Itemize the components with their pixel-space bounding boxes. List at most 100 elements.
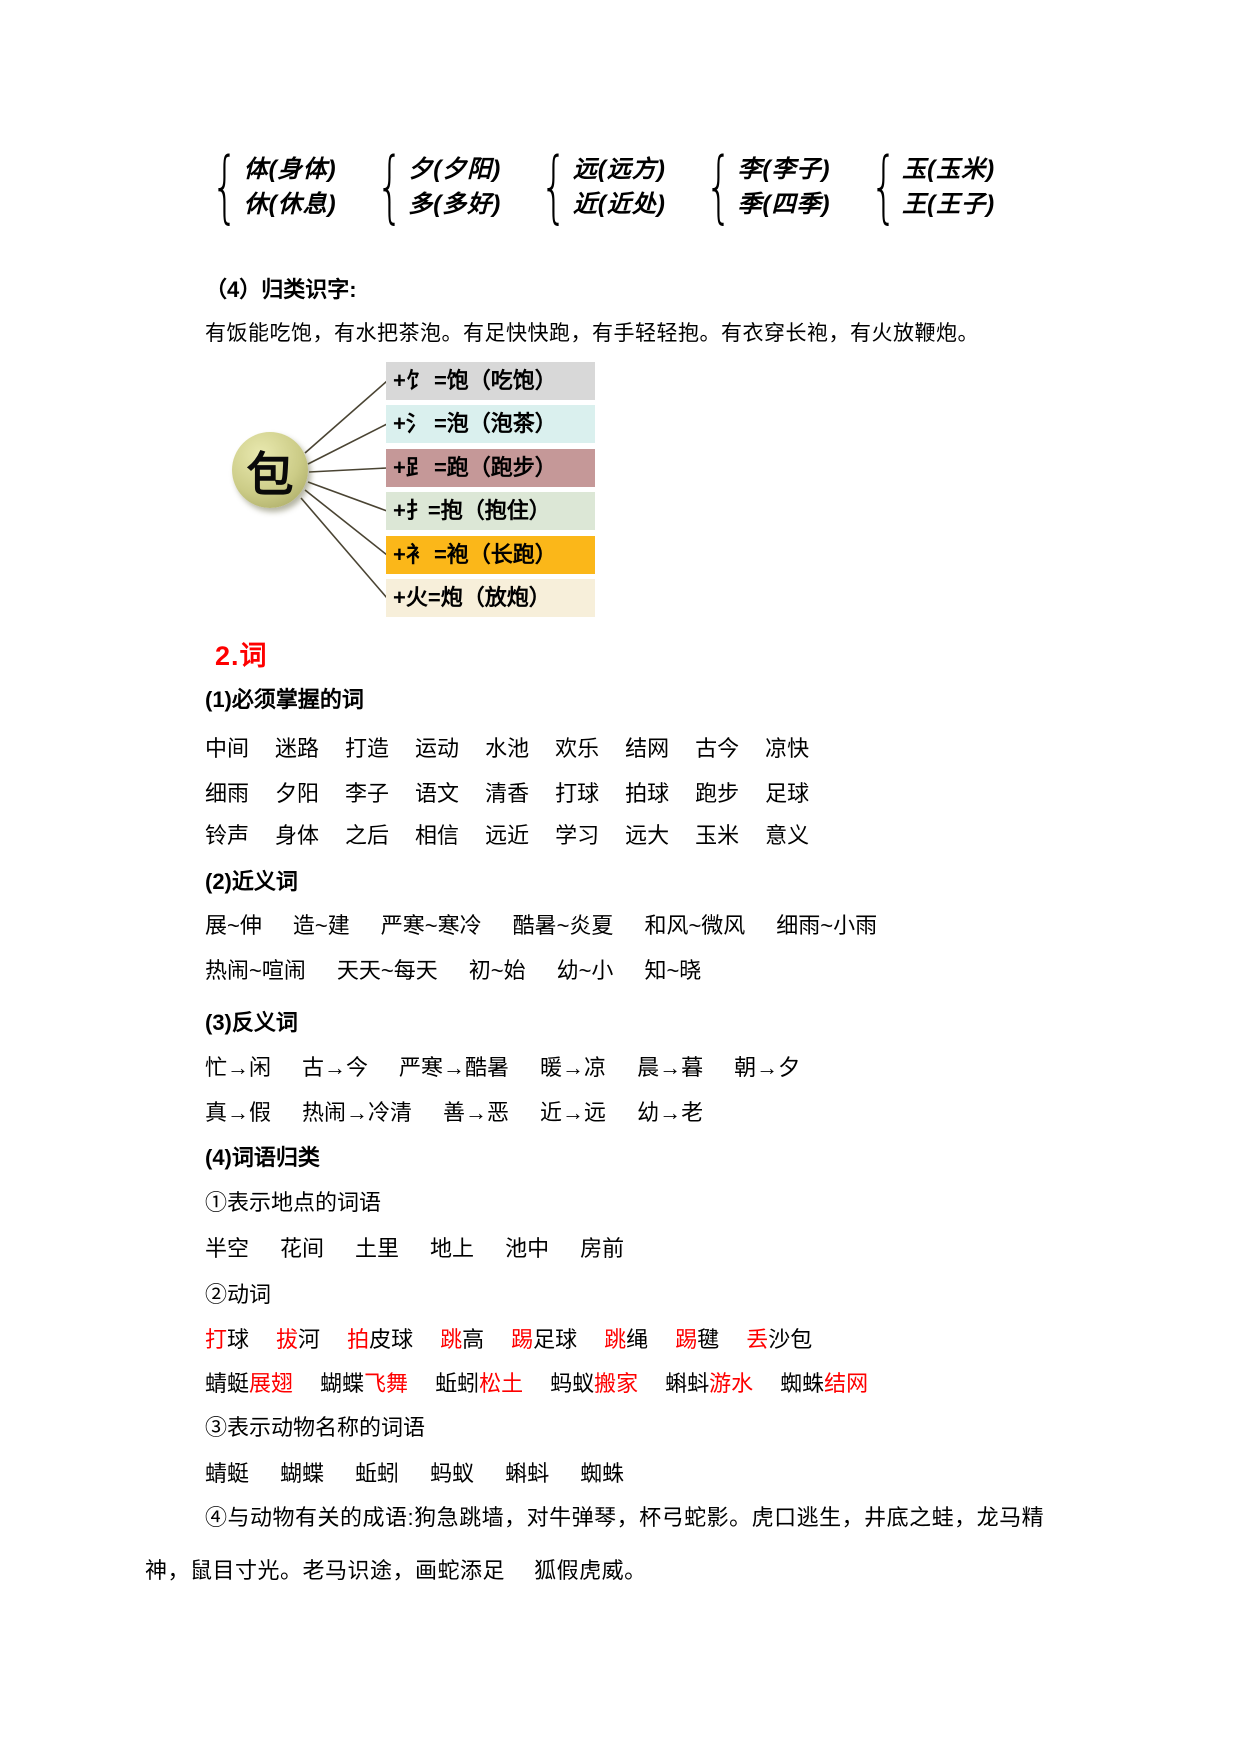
- verb-part-pre: 跳: [604, 1327, 627, 1352]
- verb-part-post: 沙包: [768, 1327, 813, 1352]
- bao-radical-diagram: 包 +饣 =饱（吃饱） +氵 =泡（泡茶） +𧾷 =跑（跑步） +扌=抱（抱住）…: [205, 340, 635, 630]
- word-item: 相信: [415, 823, 460, 848]
- word-item: 古今: [695, 736, 740, 761]
- word-item: 蜻蜓: [205, 1461, 250, 1486]
- verb-item: 跳绳: [604, 1322, 648, 1354]
- verb-part-post: 松土: [479, 1371, 524, 1396]
- curly-brace-icon: {: [540, 142, 568, 232]
- word-item: 蝌蚪: [505, 1461, 550, 1486]
- word-item: 细雨: [205, 781, 250, 806]
- word-item: 真→假: [205, 1100, 272, 1125]
- verb-part-pre: 蜘蛛: [780, 1371, 825, 1396]
- verb-item: 蚂蚁搬家: [550, 1366, 638, 1398]
- verb-part-post: 球: [227, 1327, 250, 1352]
- verb-part-post: 展翅: [249, 1371, 294, 1396]
- word-item: 房前: [580, 1236, 625, 1261]
- section-heading-guilei: （4）归类识字:: [205, 277, 357, 302]
- word-item: 半空: [205, 1236, 250, 1261]
- verb-part-pre: 蜻蜓: [205, 1371, 250, 1396]
- word-item: 远大: [625, 823, 670, 848]
- group-bottom-word: 休(休息): [243, 191, 337, 218]
- idiom-paragraph-line2: 神，鼠目寸光。老马识途，画蛇添足 狐假虎威。: [145, 1558, 647, 1583]
- verb-part-pre: 踢: [675, 1327, 698, 1352]
- word-item: 酷暑~炎夏: [512, 913, 614, 938]
- category-heading-animals: ③表示动物名称的词语: [205, 1415, 426, 1440]
- verb-item: 蝌蚪游水: [665, 1366, 753, 1398]
- group-top-word: 远(远方): [572, 156, 666, 183]
- character-family-groups: { 体(身体) 休(休息) { 夕(夕阳) 多(多好) { 远(远方) 近(近处…: [200, 142, 996, 232]
- word-item: 朝→夕: [734, 1055, 801, 1080]
- word-item: 土里: [355, 1236, 400, 1261]
- word-item: 打造: [345, 736, 390, 761]
- diagram-row: +扌=抱（抱住）: [386, 492, 595, 530]
- group-bottom-word: 多(多好): [408, 191, 502, 218]
- word-item: 暖→凉: [540, 1055, 607, 1080]
- word-item: 蜘蛛: [580, 1461, 625, 1486]
- verb-item: 蝴蝶飞舞: [320, 1366, 408, 1398]
- word-item: 幼~小: [556, 958, 614, 983]
- bracket-group: { 玉(玉米) 王(王子): [859, 142, 996, 232]
- connector-lines: [300, 380, 388, 599]
- word-item: 严寒~寒冷: [380, 913, 482, 938]
- curly-brace-icon: {: [211, 142, 239, 232]
- verb-part-pre: 拍: [347, 1327, 370, 1352]
- word-item: 意义: [765, 823, 810, 848]
- bracket-group: { 夕(夕阳) 多(多好): [365, 148, 502, 226]
- verb-part-post: 河: [298, 1327, 321, 1352]
- word-item: 地上: [430, 1236, 475, 1261]
- animal-word-row: 蜻蜓蝴蝶蚯蚓蚂蚁蝌蚪蜘蛛: [205, 1456, 655, 1488]
- word-item: 夕阳: [275, 781, 320, 806]
- group-bottom-word: 近(近处): [572, 191, 666, 218]
- diagram-row: +饣 =饱（吃饱）: [386, 362, 595, 400]
- word-item: 凉快: [765, 736, 810, 761]
- verb-part-pre: 蚯蚓: [435, 1371, 480, 1396]
- word-item: 李子: [345, 781, 390, 806]
- diagram-row: +火=炮（放炮）: [386, 579, 595, 617]
- word-item: 身体: [275, 823, 320, 848]
- verb-part-pre: 拔: [276, 1327, 299, 1352]
- word-item: 热闹~喧闹: [205, 958, 306, 983]
- verb-item: 拔河: [276, 1322, 320, 1354]
- group-bottom-word: 季(四季): [737, 191, 831, 218]
- word-item: 造~建: [292, 913, 350, 938]
- word-item: 初~始: [468, 958, 526, 983]
- verb-part-post: 游水: [709, 1371, 754, 1396]
- word-item: 忙→闲: [205, 1055, 272, 1080]
- word-item: 细雨~小雨: [776, 913, 878, 938]
- word-item: 善→恶: [443, 1100, 510, 1125]
- base-character-circle: 包: [232, 432, 308, 508]
- verb-part-pre: 打: [205, 1327, 228, 1352]
- group-top-word: 体(身体): [243, 156, 337, 183]
- verb-row: 蜻蜓展翅蝴蝶飞舞蚯蚓松土蚂蚁搬家蝌蚪游水蜘蛛结网: [205, 1366, 895, 1398]
- diagram-row: +氵 =泡（泡茶）: [386, 405, 595, 443]
- verb-part-post: 结网: [824, 1371, 869, 1396]
- verb-part-post: 毽: [697, 1327, 720, 1352]
- verb-item: 蚯蚓松土: [435, 1366, 523, 1398]
- word-item: 之后: [345, 823, 390, 848]
- word-item: 玉米: [695, 823, 740, 848]
- verb-part-pre: 跳: [440, 1327, 463, 1352]
- verb-item: 丢沙包: [746, 1322, 812, 1354]
- word-item: 天天~每天: [336, 958, 438, 983]
- word-item: 花间: [280, 1236, 325, 1261]
- subheading-antonyms: (3)反义词: [205, 1010, 298, 1035]
- word-item: 学习: [555, 823, 600, 848]
- word-item: 蚂蚁: [430, 1461, 475, 1486]
- word-item: 语文: [415, 781, 460, 806]
- subheading-synonyms: (2)近义词: [205, 869, 298, 894]
- synonym-row: 热闹~喧闹天天~每天初~始幼~小知~晓: [205, 953, 732, 985]
- word-row: 细雨夕阳李子语文清香打球拍球跑步足球: [205, 776, 835, 808]
- bracket-group: { 远(远方) 近(近处): [529, 142, 666, 232]
- group-top-word: 李(李子): [737, 156, 831, 183]
- word-item: 中间: [205, 736, 250, 761]
- verb-item: 蜻蜓展翅: [205, 1366, 293, 1398]
- diagram-row: +衤 =袍（长跑）: [386, 536, 595, 574]
- word-item: 展~伸: [205, 913, 262, 938]
- curly-brace-icon: {: [705, 142, 733, 232]
- word-row: 铃声身体之后相信远近学习远大玉米意义: [205, 818, 835, 850]
- word-item: 池中: [505, 1236, 550, 1261]
- curly-brace-icon: {: [869, 142, 897, 232]
- group-top-word: 玉(玉米): [902, 156, 996, 183]
- section-title-words: 2.词: [215, 641, 268, 671]
- word-item: 古→今: [302, 1055, 369, 1080]
